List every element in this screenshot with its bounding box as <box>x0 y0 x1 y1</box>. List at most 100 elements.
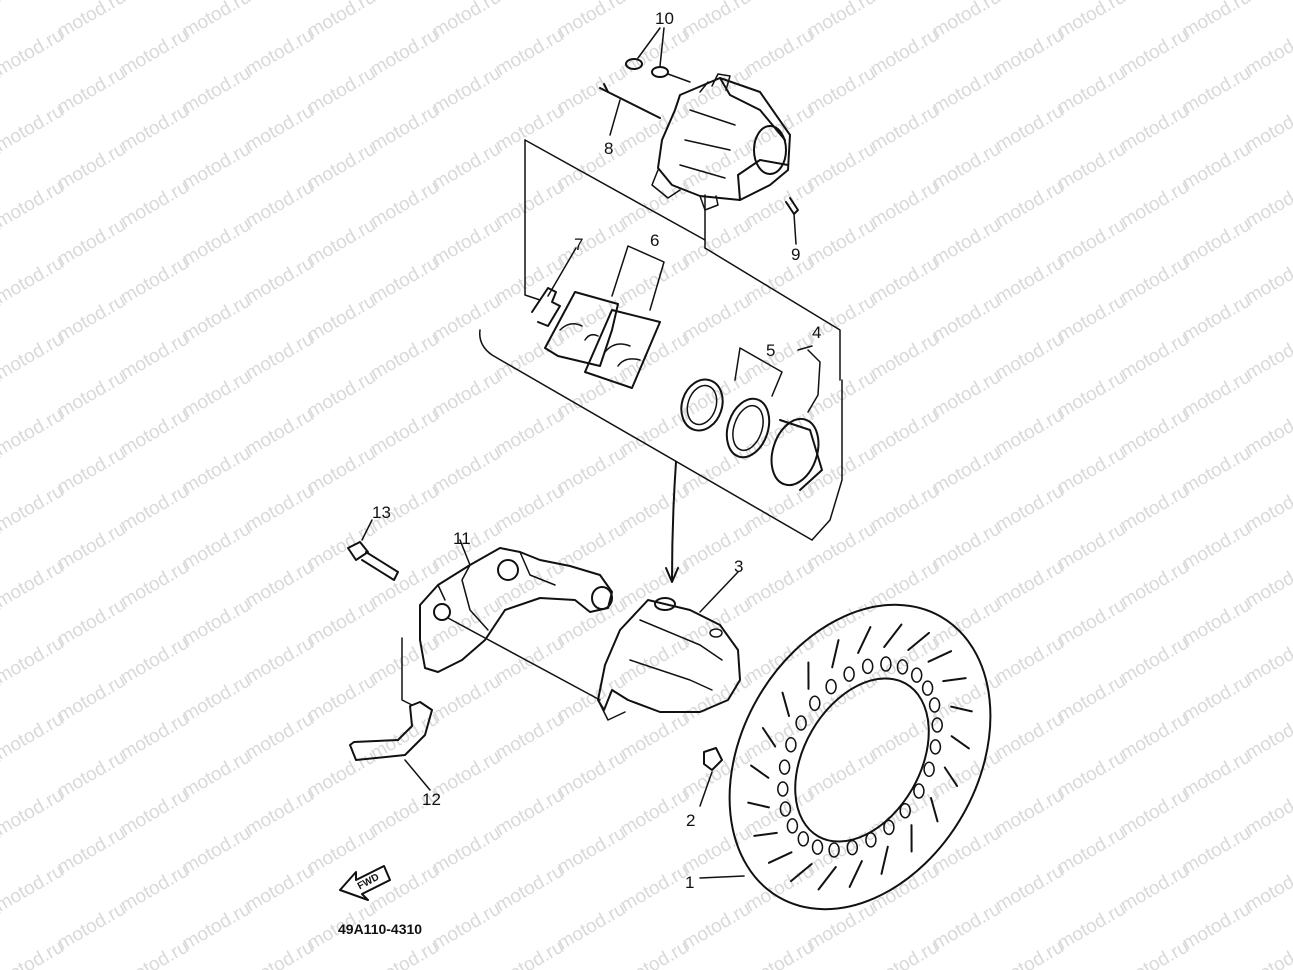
bracket-bolt-icon <box>347 519 399 581</box>
disc-slot <box>848 860 863 888</box>
watermark-text: motod.ru <box>429 139 504 195</box>
watermark-text: motod.ru <box>54 291 129 347</box>
watermark-text: motod.ru <box>617 25 692 81</box>
watermark-text: motod.ru <box>54 823 129 879</box>
disc-slot <box>747 801 770 809</box>
watermark-text: motod.ru <box>992 481 1067 537</box>
watermark-text: motod.ru <box>0 405 67 461</box>
watermark-text: motod.ru <box>304 0 379 42</box>
watermark-text: motod.ru <box>492 861 567 917</box>
watermark-text: motod.ru <box>1242 861 1293 917</box>
watermark-text: motod.ru <box>1242 177 1293 233</box>
watermark-text: motod.ru <box>242 177 317 233</box>
watermark-text: motod.ru <box>179 595 254 651</box>
watermark-text: motod.ru <box>992 253 1067 309</box>
watermark-text: motod.ru <box>992 709 1067 765</box>
watermark-text: motod.ru <box>242 481 317 537</box>
watermark-text: motod.ru <box>0 861 67 917</box>
watermark-text: motod.ru <box>1179 519 1254 575</box>
watermark-text: motod.ru <box>1242 481 1293 537</box>
watermark-text: motod.ru <box>304 595 379 651</box>
watermark-text: motod.ru <box>992 101 1067 157</box>
watermark-text: motod.ru <box>929 63 1004 119</box>
watermark-text: motod.ru <box>742 785 817 841</box>
disc-slot <box>781 691 790 717</box>
watermark-text: motod.ru <box>1117 785 1192 841</box>
callout-4: 4 <box>812 323 821 342</box>
watermark-text: motod.ru <box>54 899 129 955</box>
disc-hole <box>779 801 792 817</box>
watermark-text: motod.ru <box>492 481 567 537</box>
disc-hole <box>795 715 807 731</box>
watermark-text: motod.ru <box>804 671 879 727</box>
watermark-text: motod.ru <box>742 709 817 765</box>
watermark-text: motod.ru <box>492 177 567 233</box>
watermark-text: motod.ru <box>617 861 692 917</box>
watermark-text: motod.ru <box>1054 671 1129 727</box>
watermark-text: motod.ru <box>1054 443 1129 499</box>
watermark-text: motod.ru <box>179 0 254 42</box>
watermark-text: motod.ru <box>1179 215 1254 271</box>
watermark-text: motod.ru <box>492 937 567 970</box>
watermark-text: motod.ru <box>1054 291 1129 347</box>
disc-hole <box>880 656 892 672</box>
watermark-text: motod.ru <box>117 557 192 613</box>
watermark-text: motod.ru <box>867 785 942 841</box>
piston-seals-icon <box>680 345 823 491</box>
disc-slot <box>943 766 959 787</box>
watermark-text: motod.ru <box>429 367 504 423</box>
watermark-text: motod.ru <box>242 937 317 970</box>
watermark-text: motod.ru <box>679 747 754 803</box>
watermark-text: motod.ru <box>1179 63 1254 119</box>
watermark-text: motod.ru <box>179 63 254 119</box>
callout-7: 7 <box>574 235 583 254</box>
watermark-text: motod.ru <box>1179 367 1254 423</box>
callout-2: 2 <box>686 811 695 830</box>
watermark-text: motod.ru <box>54 519 129 575</box>
watermark-text: motod.ru <box>1242 557 1293 613</box>
disc-hole <box>913 783 925 799</box>
disc-hole <box>923 761 935 778</box>
callout-1: 1 <box>685 873 694 892</box>
watermark-text: motod.ru <box>929 215 1004 271</box>
watermark-text: motod.ru <box>1054 899 1129 955</box>
watermark-text: motod.ru <box>804 0 879 42</box>
disc-slot <box>950 735 970 750</box>
part-code: 49A110-4310 <box>338 921 422 937</box>
watermark-text: motod.ru <box>54 443 129 499</box>
watermark-text: motod.ru <box>0 177 67 233</box>
watermark-text: motod.ru <box>742 177 817 233</box>
watermark-text: motod.ru <box>1117 481 1192 537</box>
watermark-text: motod.ru <box>1117 177 1192 233</box>
watermark-text: motod.ru <box>1179 747 1254 803</box>
watermark-text: motod.ru <box>1179 0 1254 42</box>
callout-11: 11 <box>453 529 471 548</box>
watermark-text: motod.ru <box>54 595 129 651</box>
watermark-text: motod.ru <box>1242 405 1293 461</box>
bleed-screw-icon <box>625 27 691 83</box>
watermark-text: motod.ru <box>429 0 504 42</box>
watermark-text: motod.ru <box>0 481 67 537</box>
watermark-text: motod.ru <box>554 747 629 803</box>
watermark-text: motod.ru <box>54 747 129 803</box>
watermark-text: motod.ru <box>867 861 942 917</box>
watermark-text: motod.ru <box>617 101 692 157</box>
watermark-text: motod.ru <box>0 0 4 42</box>
callout-9: 9 <box>791 245 800 264</box>
watermark-text: motod.ru <box>492 709 567 765</box>
watermark-text: motod.ru <box>179 899 254 955</box>
watermark-text: motod.ru <box>617 177 692 233</box>
watermark-text: motod.ru <box>179 139 254 195</box>
watermark-text: motod.ru <box>1054 63 1129 119</box>
watermark-text: motod.ru <box>804 139 879 195</box>
watermark-text: motod.ru <box>429 443 504 499</box>
assembly-arrow <box>665 461 679 583</box>
watermark-text: motod.ru <box>54 367 129 423</box>
disc-hole <box>809 695 821 712</box>
watermark-text: motod.ru <box>554 0 629 42</box>
watermark-text: motod.ru <box>929 899 1004 955</box>
watermark-text: motod.ru <box>867 481 942 537</box>
watermark-text: motod.ru <box>1054 367 1129 423</box>
disc-hole <box>846 839 859 856</box>
callout-8: 8 <box>604 139 613 158</box>
